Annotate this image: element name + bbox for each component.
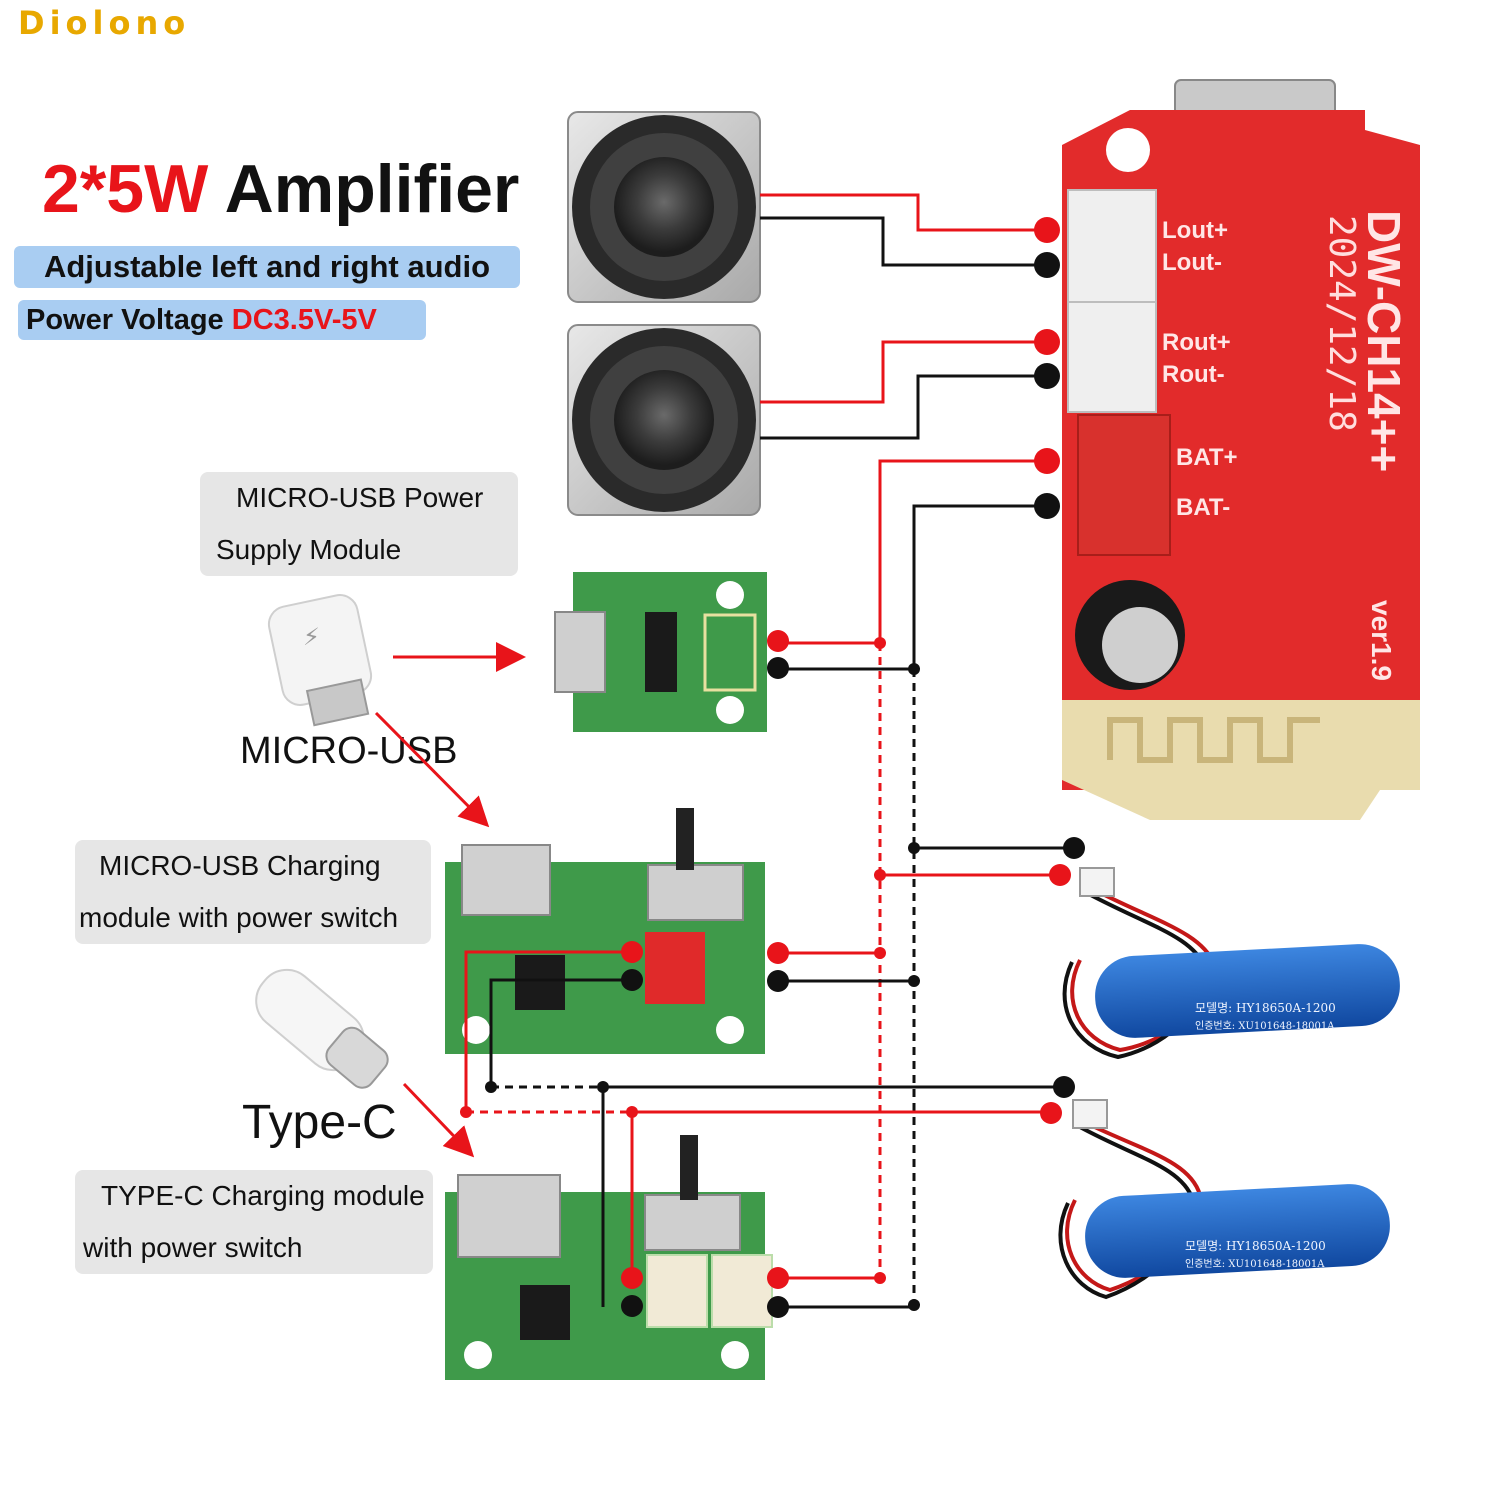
terminal-dot: [767, 657, 789, 679]
terminal-dot: [621, 1267, 643, 1289]
label-line: TYPE-C Charging module: [101, 1180, 425, 1211]
lightning-icon: ⚡: [303, 623, 320, 651]
junction-dot: [874, 947, 886, 959]
terminal-dot: [1063, 837, 1085, 859]
terminal-lout-pos: [1034, 217, 1060, 243]
terminal-dot: [767, 630, 789, 652]
terminal-rout-neg: [1034, 363, 1060, 389]
pin-label-rout-neg: Rout-: [1162, 361, 1225, 388]
page-title: 2*5W Amplifier: [42, 150, 519, 228]
battery-cert-text: 인증번호: XU101648-18001A: [1195, 1020, 1335, 1032]
junction-dot: [485, 1081, 497, 1093]
connector-arrows: [374, 642, 526, 1158]
pin-label-lout-pos: Lout+: [1162, 217, 1228, 244]
board-date-label: 2024/12/18: [1321, 215, 1362, 432]
speaker-wiring: [760, 193, 1047, 440]
terminal-dot: [621, 1295, 643, 1317]
micro-usb-charging-module: [445, 808, 765, 1054]
speaker-left: [567, 111, 761, 303]
battery-cert-text: 인증번호: XU101648-18001A: [1185, 1258, 1325, 1270]
power-bus-wiring: [464, 459, 1074, 1309]
junction-dot: [908, 842, 920, 854]
junction-dots: [460, 637, 920, 1311]
junction-dot: [908, 1299, 920, 1311]
label-micro-usb-connector: MICRO-USB: [240, 730, 458, 772]
pin-label-bat-pos: BAT+: [1176, 444, 1238, 471]
terminal-rout-pos: [1034, 329, 1060, 355]
micro-usb-plug-icon: ⚡: [267, 594, 373, 727]
terminal-bat-neg: [1034, 493, 1060, 519]
pin-label-bat-neg: BAT-: [1176, 494, 1230, 521]
title-power: 2*5W: [42, 151, 209, 227]
terminal-dot: [1049, 864, 1071, 886]
label-line: MICRO-USB Power: [236, 482, 484, 513]
junction-dot: [874, 869, 886, 881]
terminal-dot: [621, 941, 643, 963]
label-typec-connector: Type-C: [242, 1096, 397, 1149]
board-version-label: ver1.9: [1366, 600, 1397, 681]
terminal-dot: [767, 1267, 789, 1289]
terminal-bat-pos: [1034, 448, 1060, 474]
battery-1: 모델명: HY18650A-1200 인증번호: XU101648-18001A: [1062, 867, 1400, 1060]
terminal-dots: [621, 217, 1085, 1318]
label-line: Supply Module: [216, 534, 402, 565]
terminal-lout-neg: [1034, 252, 1060, 278]
label-typec-charging-module: TYPE-C Charging module with power switch: [75, 1170, 433, 1274]
voltage-value: DC3.5V-5V: [231, 304, 377, 336]
title-amplifier: Amplifier: [224, 151, 520, 227]
terminal-dot: [767, 1296, 789, 1318]
feature-power-voltage: Power Voltage DC3.5V-5V: [18, 300, 426, 340]
label-line: module with power switch: [79, 902, 399, 933]
pin-label-rout-pos: Rout+: [1162, 329, 1231, 356]
junction-dot: [626, 1106, 638, 1118]
terminal-dot: [1040, 1102, 1062, 1124]
label-line: with power switch: [83, 1232, 303, 1263]
junction-dot: [874, 1272, 886, 1284]
pin-label-lout-neg: Lout-: [1162, 249, 1222, 276]
junction-dot: [460, 1106, 472, 1118]
terminal-dot: [767, 970, 789, 992]
board-model-label: DW-CH14++: [1358, 210, 1410, 472]
typec-plug-icon: [255, 968, 389, 1089]
label-micro-usb-charging-module: MICRO-USB Charging module with power swit…: [75, 840, 431, 944]
junction-dot: [908, 663, 920, 675]
terminal-dot: [621, 969, 643, 991]
feature-adjustable-audio: Adjustable left and right audio: [14, 246, 520, 288]
terminal-dot: [1053, 1076, 1075, 1098]
terminal-dot: [767, 942, 789, 964]
battery-2: 모델명: HY18650A-1200 인증번호: XU101648-18001A: [1058, 1099, 1390, 1300]
battery-model-text: 모델명: HY18650A-1200: [1195, 1001, 1336, 1015]
amplifier-board: Lout+ Lout- Rout+ Rout- BAT+ BAT- DW-CH1…: [1062, 79, 1420, 820]
junction-dot: [874, 637, 886, 649]
voltage-label: Power Voltage: [26, 304, 224, 336]
speaker-right: [567, 324, 761, 516]
micro-usb-power-module: [554, 572, 767, 732]
typec-charging-module: [445, 1135, 773, 1380]
label-line: MICRO-USB Charging: [99, 850, 381, 881]
junction-dot: [908, 975, 920, 987]
junction-dot: [597, 1081, 609, 1093]
brand-logo: Diolono: [18, 4, 191, 42]
battery-model-text: 모델명: HY18650A-1200: [1185, 1239, 1326, 1253]
